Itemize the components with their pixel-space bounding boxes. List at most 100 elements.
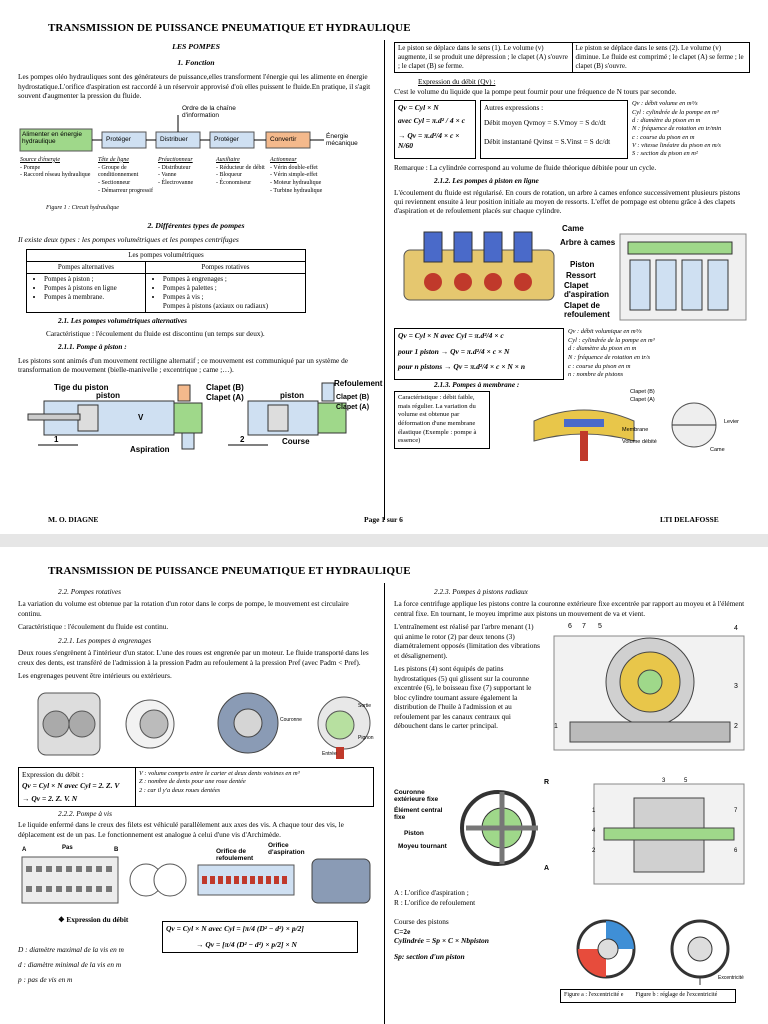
inlet-left bbox=[181, 432, 195, 450]
chain-label-info: Ordre de la chaîne d'information bbox=[182, 104, 236, 119]
piston-head-right bbox=[267, 404, 289, 432]
inline-piston-3 bbox=[483, 231, 503, 263]
inline-debit-row: Qv = Cyl × N avec Cyl = π.d²/4 × c pour … bbox=[394, 327, 750, 380]
legend-item: d : diamètre du pison en m bbox=[632, 116, 701, 124]
radial-shaft-housing bbox=[569, 721, 731, 743]
paragraph-screw: Le liquide enfermé dans le creux des fil… bbox=[18, 820, 344, 839]
left-column: LES POMPES 1. Fonction Les pompes oléo h… bbox=[18, 42, 382, 461]
list-item: Pompes à vis ; bbox=[163, 293, 302, 302]
chain-label-energy: Alimenter en énergie hydraulique bbox=[22, 130, 82, 145]
page-title: TRANSMISSION DE PUISSANCE PNEUMATIQUE ET… bbox=[48, 565, 411, 577]
heading-alternatives: 2.1. Les pompes volumétriques alternativ… bbox=[58, 316, 187, 326]
chain-col-item: - Sectionneur bbox=[98, 180, 131, 187]
paragraph-radial-pistons: Les pistons (4) sont équipés de patins h… bbox=[394, 664, 532, 731]
legend-aspiration: A : L'orifice d'aspiration ; bbox=[394, 888, 469, 898]
label-came-membrane: Came bbox=[710, 447, 725, 454]
label-sortie: Sortie bbox=[358, 702, 372, 709]
label-membrane-clapet-a: Clapet (A) bbox=[630, 397, 655, 404]
chain-col-preactuator: Préactionneur - Distributeur - Vanne - É… bbox=[158, 157, 214, 188]
label-piston: piston bbox=[96, 390, 120, 400]
inline-piston-2 bbox=[453, 231, 473, 263]
chain-col-actuator: Actionneur - Vérin double-effet - Vérin … bbox=[270, 157, 350, 196]
page-title: TRANSMISSION DE PUISSANCE PNEUMATIQUE ET… bbox=[48, 22, 411, 34]
radial-center bbox=[637, 669, 663, 695]
chain-col-item: - Réducteur de débit bbox=[216, 164, 265, 171]
energy-chain-diagram: Alimenter en énergie hydraulique Protége… bbox=[18, 105, 374, 217]
caption-fig-b: Figure b : réglage de l'excentricité bbox=[635, 992, 718, 999]
side-num-3: 3 bbox=[662, 778, 666, 785]
paragraph-gear: Deux roues s'engrènent à l'intérieur d'u… bbox=[18, 648, 369, 667]
legend-refoulement: R : L'orifice de refoulement bbox=[394, 897, 476, 907]
radial-num-6: 6 bbox=[568, 623, 572, 631]
legend-item: 2 : car il y'a deux roues dentées bbox=[139, 786, 221, 794]
cylindree-formula: Cylindrée = Sp × C × Nbpiston bbox=[394, 936, 489, 946]
radial-principle-figure: Couronne extérieure fixe Élément central… bbox=[394, 778, 750, 888]
legend-item: D : diamètre maximal de la vis en m bbox=[18, 945, 124, 955]
radial-num-2: 2 bbox=[734, 723, 738, 731]
formula-line: Qv = Cyl × N avec Cyl = 2. Z. V bbox=[22, 781, 120, 791]
radial-num-1: 1 bbox=[554, 723, 558, 731]
label-element-fixe: Élément central fixe bbox=[394, 807, 443, 822]
paragraph-gear-b: Les engrenages peuvent être intérieurs o… bbox=[18, 671, 172, 681]
legend-item: c : course du pison en m bbox=[568, 362, 631, 370]
chain-col-head: Préactionneur bbox=[158, 156, 193, 163]
course-head: Course des pistons bbox=[394, 917, 449, 927]
phase-1-cell: Le piston se déplace dans le sens (1). L… bbox=[394, 41, 573, 74]
chain-col-head: Source d'énergie bbox=[20, 156, 60, 163]
heading-fonction: 1. Fonction bbox=[177, 58, 215, 68]
label-ressort: Ressort bbox=[566, 270, 596, 280]
label-pas: Pas bbox=[62, 845, 73, 852]
label-r: R bbox=[544, 779, 550, 787]
gear-1b bbox=[68, 710, 96, 738]
excentric-captions: Figure a : l'excentricité e Figure b : r… bbox=[560, 989, 736, 1004]
table-cell: Pompes à engrenages ; Pompes à palettes … bbox=[144, 272, 307, 314]
formula-line: → Qv = 2. Z. V. N bbox=[22, 794, 78, 804]
gear-debit-box: Expression du débit : Qv = Cyl × N avec … bbox=[18, 766, 136, 807]
chain-label-energy-out: Énergie mécanique bbox=[326, 132, 358, 147]
formula-line: Qv = Cyl × N avec Cyl = π.d²/4 × c bbox=[398, 330, 504, 340]
gear-debit-head: Expression du débit : bbox=[22, 769, 84, 779]
internal-pinion bbox=[139, 709, 169, 739]
chain-col-auxiliary: Auxiliaire - Réducteur de débit - Bloque… bbox=[216, 157, 266, 188]
label-entree: Entrée bbox=[322, 750, 337, 757]
figure-caption: Figure 1 : Circuit hydraulique bbox=[46, 204, 119, 211]
label-clapet-refoulement: Clapet de refoulement bbox=[564, 300, 610, 319]
legend-item: N : fréquence de rotation en tr/s bbox=[568, 353, 651, 361]
radial-side-shaft bbox=[603, 827, 735, 841]
screw-threads bbox=[26, 866, 114, 893]
side-num-4: 4 bbox=[592, 828, 596, 835]
label-a: A bbox=[22, 847, 27, 854]
excentric-section: Course des pistons C=2e Cylindrée = Sp ×… bbox=[394, 917, 750, 1007]
legend-item: d : diamètre du pison en m bbox=[568, 345, 637, 353]
radial-num-4: 4 bbox=[734, 625, 738, 633]
formula-line: pour 1 piston → Qv = π.d²/4 × c × N bbox=[398, 346, 510, 356]
label-pignon: Pignon bbox=[358, 734, 374, 741]
paragraph-piston: Les pistons sont animés d'un mouvement r… bbox=[18, 355, 348, 375]
list-item: Pompes à palettes ; bbox=[163, 284, 302, 293]
membrane-section: Caractéristique : débit faible, mais rég… bbox=[394, 389, 750, 463]
heading-inline-pistons: 2.1.2. Les pompes à piston en ligne bbox=[434, 176, 539, 186]
chain-col-item: - Démarreur progressif bbox=[98, 187, 153, 194]
piston-pump-svg bbox=[27, 382, 347, 450]
excentric-svg bbox=[576, 919, 730, 986]
gear-pump-rotor bbox=[233, 708, 263, 738]
gear-debit-legend: V : volume compris entre le carter et de… bbox=[136, 766, 374, 807]
chain-col-item: - Raccord réseau hydraulique bbox=[20, 172, 91, 179]
course-formula: C=2e bbox=[394, 926, 411, 936]
chain-col-head: Tête de ligne bbox=[98, 156, 129, 163]
chain-col-head: Auxiliaire bbox=[216, 156, 240, 163]
gear-debit-row: Expression du débit : Qv = Cyl × N avec … bbox=[18, 766, 374, 807]
energy-chain-svg bbox=[19, 114, 324, 152]
chain-col-item: - Distributeur bbox=[158, 164, 191, 171]
label-couronne-fixe: Couronne extérieure fixe bbox=[394, 789, 439, 804]
legend-item: c : course du pison en m bbox=[632, 133, 695, 141]
legend-item: p : pas de vis en m bbox=[18, 974, 73, 984]
debit-legend: Qv : débit volume en m³/s Cyl : cylindré… bbox=[632, 100, 750, 158]
volumetric-pumps-table: Les pompes volumétriques Pompes alternat… bbox=[26, 248, 307, 314]
screw-pump-photo bbox=[311, 858, 371, 904]
heading-membrane: 2.1.3. Pompes à membrane : bbox=[434, 379, 520, 389]
paragraph-rotatives-b: Caractéristique : l'écoulement du fluide… bbox=[18, 622, 169, 632]
legend-item: d : diamètre minimal de la vis en m bbox=[18, 959, 122, 969]
label-membrane: Membrane bbox=[622, 427, 649, 434]
chain-col-item: - Vérin simple-effet bbox=[270, 172, 318, 179]
